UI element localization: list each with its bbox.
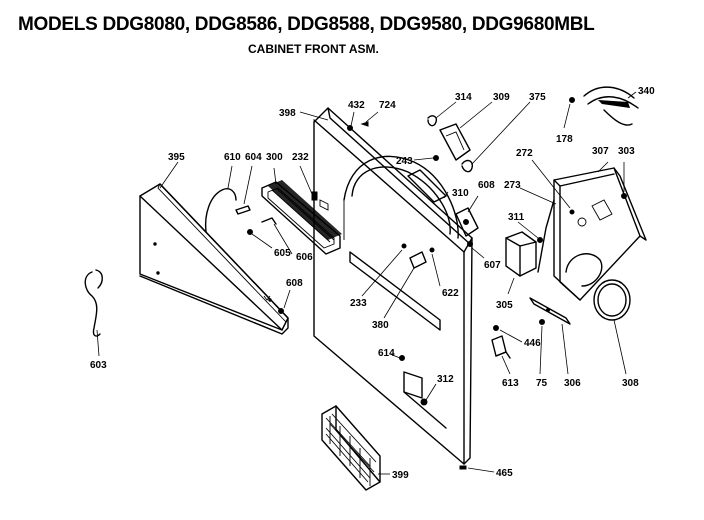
label-380: 380: [372, 320, 389, 331]
part-605-screw: [247, 229, 273, 249]
label-312: 312: [437, 374, 454, 385]
label-243: 243: [396, 156, 413, 167]
part-303-screw: [621, 162, 627, 199]
label-610: 610: [224, 152, 241, 163]
label-310: 310: [452, 188, 469, 199]
part-312-screw: [420, 383, 437, 406]
label-233: 233: [350, 298, 367, 309]
part-608-screw: [263, 289, 291, 314]
part-606-clip: [261, 217, 293, 255]
part-311-screw: [517, 221, 543, 243]
label-306: 306: [564, 378, 581, 389]
part-395-front-panel: [139, 161, 289, 335]
label-446: 446: [524, 338, 541, 349]
page-subtitle: CABINET FRONT ASM.: [248, 42, 379, 56]
label-75: 75: [536, 378, 548, 389]
label-398: 398: [279, 108, 296, 119]
part-307-duct-housing: [553, 161, 647, 301]
label-340: 340: [638, 86, 655, 97]
part-465-screw: [459, 465, 495, 473]
part-306-strap: [529, 297, 571, 375]
part-380-cam: [383, 251, 427, 319]
part-233-screw: [361, 243, 407, 297]
label-395: 395: [168, 152, 185, 163]
part-243-screw: [413, 155, 439, 161]
label-314: 314: [455, 92, 472, 103]
part-340-clamp: [583, 86, 639, 126]
label-614: 614: [378, 348, 395, 359]
part-309-latch: [439, 101, 493, 161]
label-273: 273: [504, 180, 521, 191]
label-232: 232: [292, 152, 309, 163]
part-432-screw: [347, 111, 355, 131]
label-300: 300: [266, 152, 283, 163]
part-622-screw: [429, 247, 441, 287]
part-610-wire: [204, 165, 237, 233]
label-272: 272: [516, 148, 533, 159]
label-309: 309: [493, 92, 510, 103]
label-605: 605: [274, 248, 291, 259]
label-305: 305: [496, 300, 513, 311]
part-178-screw: [563, 97, 575, 129]
part-273-bracket: [519, 187, 557, 273]
label-311: 311: [508, 212, 525, 223]
label-608-upper: 608: [478, 180, 495, 191]
part-272-screw: [531, 159, 575, 215]
part-300-console: [261, 167, 342, 255]
part-310-strip: [407, 169, 449, 203]
part-613-bracket: [491, 335, 511, 375]
label-622: 622: [442, 288, 459, 299]
part-308-seal-ring: [593, 279, 631, 375]
part-604-pin: [235, 165, 253, 215]
part-375-clip: [461, 101, 531, 173]
part-603-clip: [84, 269, 103, 357]
label-613: 613: [502, 378, 519, 389]
label-724: 724: [379, 100, 396, 111]
part-607-screw: [467, 241, 485, 259]
page-title: MODELS DDG8080, DDG8586, DDG8588, DDG958…: [18, 14, 595, 35]
label-604: 604: [245, 152, 262, 163]
label-307: 307: [592, 146, 609, 157]
label-606: 606: [296, 252, 313, 263]
label-603: 603: [90, 360, 107, 371]
label-608-lower: 608: [286, 278, 303, 289]
part-75-screw: [539, 319, 545, 375]
part-724-screw: [360, 111, 379, 127]
part-399-toe-grille: [321, 405, 390, 491]
label-375: 375: [529, 92, 546, 103]
label-399: 399: [392, 470, 409, 481]
label-308: 308: [622, 378, 639, 389]
part-398-cabinet-front: [299, 107, 473, 465]
part-305-block: [505, 231, 537, 295]
part-labels: 398 432 724 314 309 375 340 178 395 610 …: [90, 86, 655, 481]
label-432: 432: [348, 100, 365, 111]
part-314-spring: [427, 101, 457, 127]
label-303: 303: [618, 146, 635, 157]
part-608-bracket: [455, 195, 479, 237]
label-465: 465: [496, 468, 513, 479]
label-607: 607: [484, 260, 501, 271]
part-446-screw: [493, 325, 523, 343]
label-178: 178: [556, 134, 573, 145]
part-614-screw: [389, 353, 405, 361]
